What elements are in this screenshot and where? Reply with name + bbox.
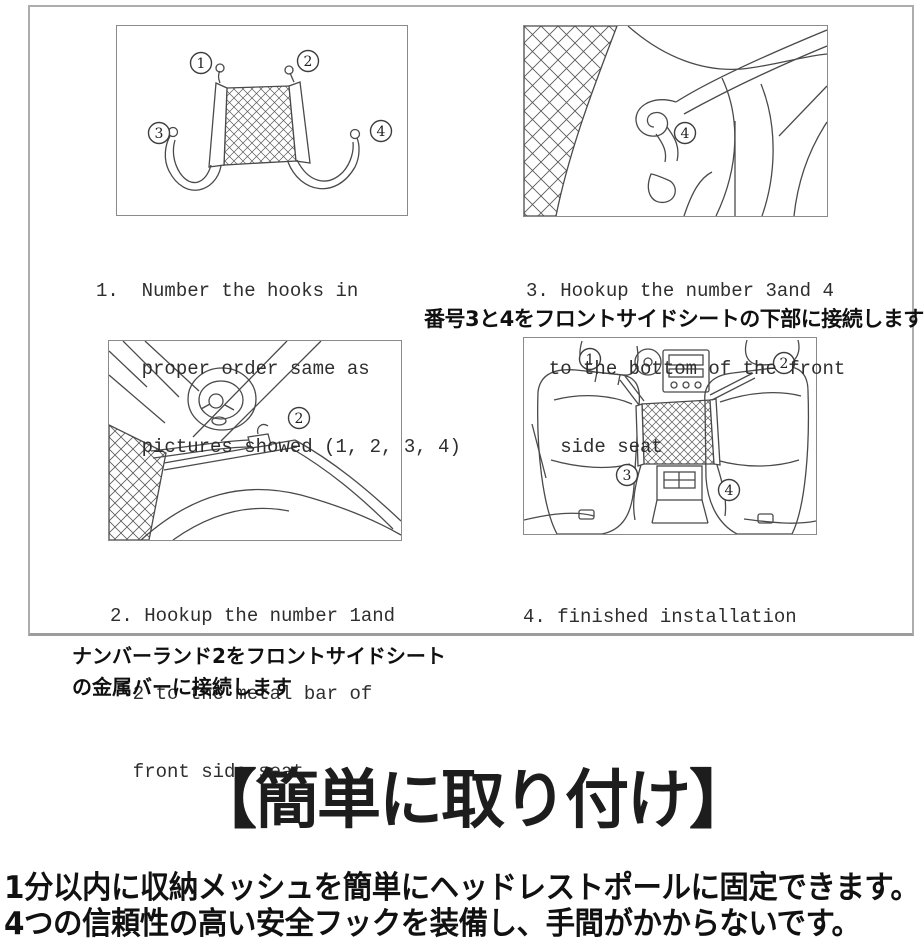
caption-line: side seat	[526, 436, 663, 458]
caption-step-3: 3. Hookup the number 3and 4 to the botto…	[526, 226, 845, 512]
net-with-four-hooks-illustration: 1 2 3 4	[147, 49, 393, 191]
hook-number-badge-1: 1	[189, 51, 213, 75]
hook-number-badge-1: 1	[578, 347, 602, 371]
hook-label: 4	[681, 126, 690, 142]
hook-on-metal-bar-illustration: 2	[109, 341, 401, 540]
panel-step-4: 1 2 3 4	[523, 337, 817, 535]
hook-label: 3	[623, 468, 632, 484]
footer-line: 1分以内に収納メッシュを簡単にヘッドレストポールに固定できます。	[4, 870, 920, 906]
hook-number-badge-2: 2	[772, 351, 796, 375]
hook-number-badge-4: 4	[673, 121, 697, 145]
caption-line: 4. finished installation	[523, 606, 797, 628]
hook-label: 2	[304, 54, 313, 70]
caption-line: front side seat	[110, 761, 304, 783]
headline: 【簡単に取り付け】	[193, 764, 753, 838]
hook-label: 1	[197, 56, 206, 72]
seat-hook-drawing	[524, 26, 827, 216]
caption-jp-step-3: 番号3と4をフロントサイドシートの下部に接続します	[424, 307, 924, 331]
caption-jp-line: の金属バーに接続します	[72, 675, 292, 699]
car-interior-drawing	[524, 339, 816, 534]
hook-number-badge-4: 4	[717, 478, 741, 502]
hook-label: 1	[586, 352, 595, 368]
dashboard-drawing	[109, 341, 401, 540]
hook-number-badge-4: 4	[369, 119, 393, 143]
hook-label: 4	[725, 483, 734, 499]
panel-step-3: 4	[523, 25, 828, 217]
hook-label: 3	[155, 126, 164, 142]
hook-label: 2	[295, 411, 304, 427]
caption-jp-step-2: ナンバーランド2をフロントサイドシート の金属バーに接続します	[72, 641, 446, 703]
caption-line: pictures showed (1, 2, 3, 4)	[96, 436, 461, 458]
caption-line: 2. Hookup the number 1and	[110, 605, 396, 627]
caption-step-2: 2. Hookup the number 1and 2 to the metal…	[110, 551, 395, 837]
caption-step-4: 4. finished installation	[523, 552, 797, 682]
footer-line: 4つの信頼性の高い安全フックを装備し、手間がかからないです。	[4, 906, 861, 942]
net-drawing	[164, 63, 361, 191]
caption-line: 3. Hookup the number 3and 4	[526, 280, 834, 302]
hook-label: 4	[377, 124, 386, 140]
caption-line: to the bottom of the front	[526, 358, 846, 380]
caption-line: proper order same as	[96, 358, 370, 380]
finished-installation-illustration: 1 2 3 4	[524, 339, 816, 534]
caption-jp-line: ナンバーランド2をフロントサイドシート	[72, 644, 446, 668]
hook-number-badge-2: 2	[296, 49, 320, 73]
caption-line: 1. Number the hooks in	[96, 280, 359, 302]
hook-under-front-seat-illustration: 4	[524, 26, 827, 216]
caption-line: 2 to the metal bar of	[110, 683, 373, 705]
caption-step-1: 1. Number the hooks in proper order same…	[96, 226, 461, 512]
instruction-sheet: 1 2 3 4	[28, 5, 924, 783]
hook-number-badge-3: 3	[615, 463, 639, 487]
hook-label: 2	[780, 356, 789, 372]
panel-step-2: 2	[108, 340, 402, 541]
footer-text: 1分以内に収納メッシュを簡単にヘッドレストポールに固定できます。 4つの信頼性の…	[4, 870, 920, 942]
hook-number-badge-3: 3	[147, 121, 171, 145]
panel-step-1: 1 2 3 4	[116, 25, 408, 216]
hook-number-badge-2: 2	[287, 406, 311, 430]
